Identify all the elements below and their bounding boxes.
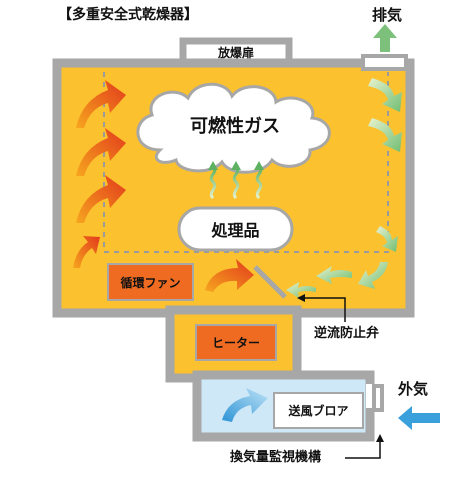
exhaust-arrow xyxy=(373,24,397,52)
intake-swirl-arrow xyxy=(222,388,268,422)
outside-air-arrow xyxy=(398,406,440,430)
exhaust-label: 排気 xyxy=(372,6,403,24)
hot-air-arrows xyxy=(73,80,254,292)
exhaust-port xyxy=(361,54,408,71)
processed-item-box xyxy=(177,206,294,252)
ventilation-monitor-label: 換気量監視機構 xyxy=(230,450,322,465)
processed-item-label: 処理品 xyxy=(211,221,260,240)
rising-vapor xyxy=(209,166,263,200)
circulation-fan-box xyxy=(107,263,194,301)
air-inlet xyxy=(372,384,384,412)
circulation-fan-label: 循環ファン xyxy=(120,275,181,290)
inner-dashed-boundary xyxy=(103,72,389,253)
exhaust-flow-arrows xyxy=(286,78,402,298)
check-valve-pointer xyxy=(305,297,346,322)
monitor-pointer xyxy=(345,440,381,459)
explosion-door-label: 放爆扉 xyxy=(217,45,254,60)
blower-label: 送風ブロア xyxy=(288,404,349,418)
outside-air-label: 外気 xyxy=(398,380,429,398)
diagram-title: 【多重安全式乾燥器】 xyxy=(58,7,198,23)
heater-label: ヒーター xyxy=(211,336,260,350)
flammable-gas-label: 可燃性ガス xyxy=(190,116,280,137)
check-valve-flap xyxy=(253,265,287,299)
blower-box xyxy=(273,392,364,429)
heater-box xyxy=(195,324,277,361)
check-valve-label: 逆流防止弁 xyxy=(314,326,380,341)
